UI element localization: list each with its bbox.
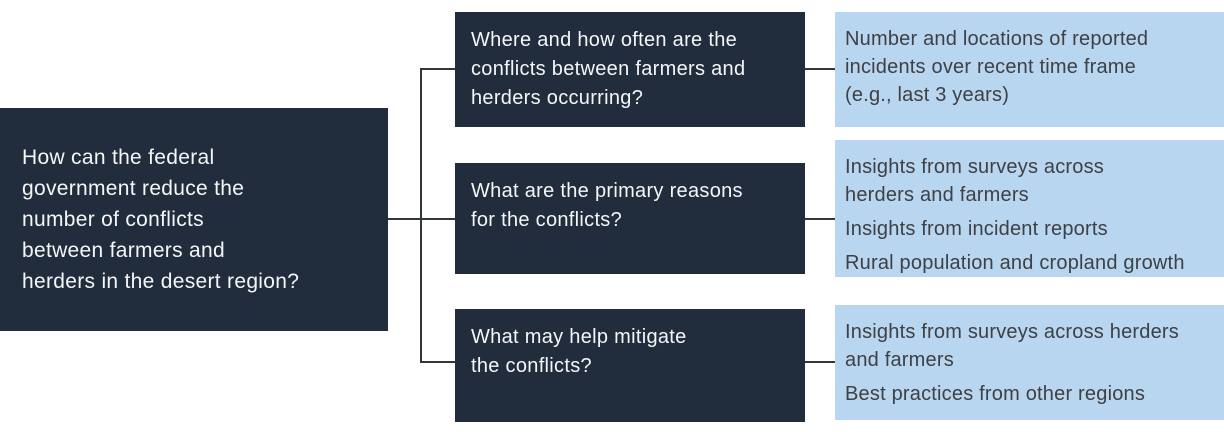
question-box-where-how-often: Where and how often are the conflicts be… — [455, 12, 805, 127]
root-question-box: How can the federal government reduce th… — [0, 108, 388, 331]
question-box-primary-reasons: What are the primary reasons for the con… — [455, 163, 805, 274]
data-item: Rural population and cropland growth — [845, 252, 1185, 274]
root-question-text: How can the federal government reduce th… — [22, 146, 300, 293]
data-item: Insights from incident reports — [845, 218, 1108, 240]
data-box-mitigation: Insights from surveys across herders and… — [835, 305, 1224, 420]
question-text: What are the primary reasons for the con… — [471, 180, 743, 231]
data-item: Number and locations of reported inciden… — [845, 28, 1149, 106]
data-box-reasons: Insights from surveys across herders and… — [835, 140, 1224, 277]
question-box-mitigation: What may help mitigate the conflicts? — [455, 309, 805, 422]
connector-spine — [420, 68, 422, 363]
connector-branch-top — [420, 68, 455, 70]
data-item: Best practices from other regions — [845, 383, 1146, 405]
question-text: Where and how often are the conflicts be… — [471, 29, 746, 109]
connector-question2-data2 — [805, 218, 835, 220]
data-item: Insights from surveys across herders and… — [845, 156, 1105, 206]
connector-question3-data3 — [805, 361, 835, 363]
question-text: What may help mitigate the conflicts? — [471, 326, 687, 377]
data-box-incidents: Number and locations of reported inciden… — [835, 12, 1224, 127]
data-item: Insights from surveys across herders and… — [845, 321, 1179, 371]
connector-question1-data1 — [805, 68, 835, 70]
connector-branch-bottom — [420, 361, 455, 363]
